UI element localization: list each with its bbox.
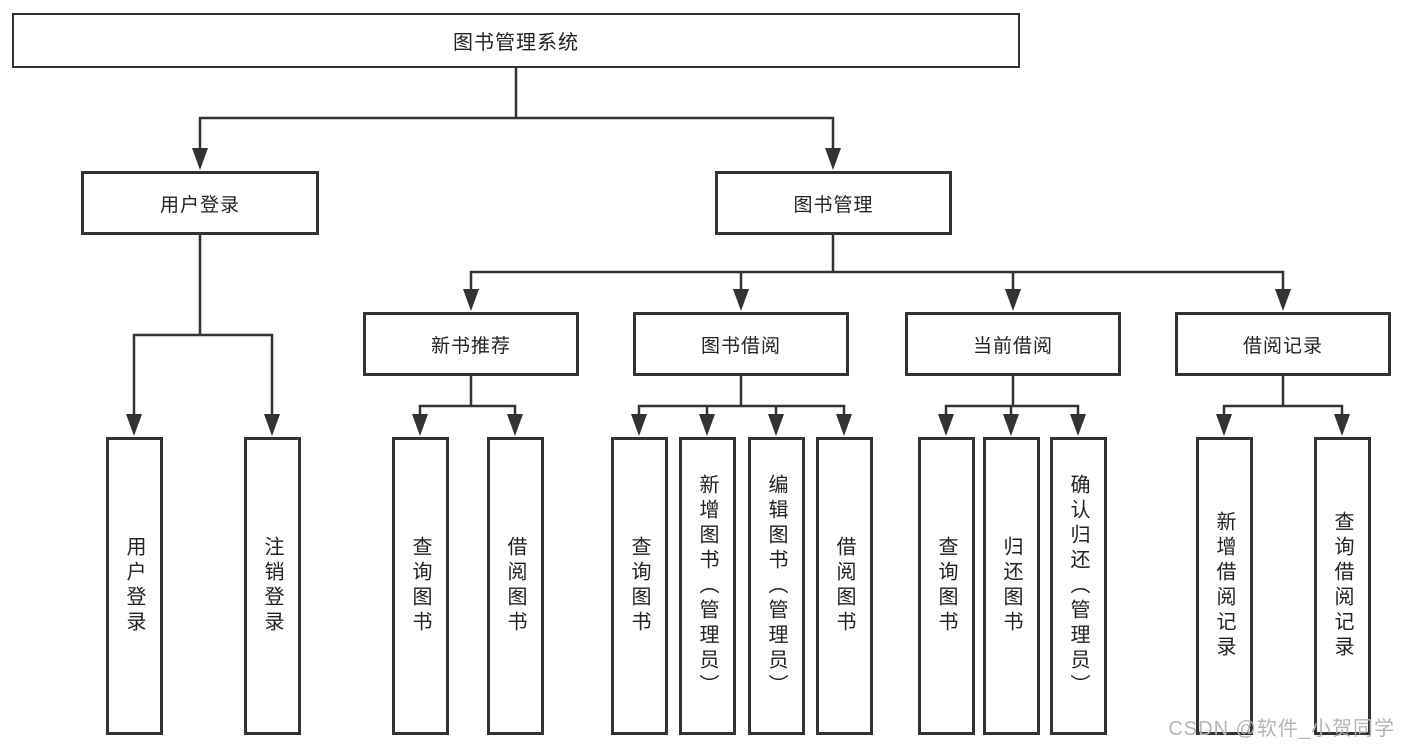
node-root: 图书管理系统: [12, 13, 1020, 68]
arrowhead: [1070, 414, 1086, 436]
arrowhead: [825, 148, 841, 170]
arrowhead: [699, 414, 715, 436]
arrowhead: [264, 414, 280, 436]
node-new-book-recommend: 新书推荐: [363, 312, 579, 376]
arrowhead: [768, 414, 784, 436]
node-book-borrow: 图书借阅: [633, 312, 849, 376]
arrowhead: [1003, 414, 1019, 436]
arrowhead: [412, 414, 428, 436]
arrowhead: [126, 414, 142, 436]
arrowhead: [507, 414, 523, 436]
node-user-login-group: 用户登录: [81, 171, 319, 235]
node-leaf-query-books-2: 查询图书: [611, 437, 668, 735]
node-book-management: 图书管理: [715, 171, 952, 235]
arrowhead: [938, 414, 954, 436]
node-leaf-return-books: 归还图书: [983, 437, 1040, 735]
node-leaf-confirm-return-admin: 确认归还（管理员）: [1050, 437, 1107, 735]
arrowhead: [733, 289, 749, 311]
node-leaf-add-books-admin: 新增图书（管理员）: [679, 437, 736, 735]
node-leaf-query-books-3: 查询图书: [918, 437, 975, 735]
node-leaf-query-books-1: 查询图书: [392, 437, 449, 735]
arrowhead: [836, 414, 852, 436]
arrowhead: [1216, 414, 1232, 436]
node-leaf-logout: 注销登录: [244, 437, 301, 735]
node-borrow-records: 借阅记录: [1175, 312, 1391, 376]
node-leaf-query-borrow-record: 查询借阅记录: [1314, 437, 1371, 735]
arrowhead: [1334, 414, 1350, 436]
arrowhead: [192, 148, 208, 170]
arrowhead: [1005, 289, 1021, 311]
node-leaf-edit-books-admin: 编辑图书（管理员）: [748, 437, 805, 735]
node-leaf-borrow-books-2: 借阅图书: [816, 437, 873, 735]
node-leaf-add-borrow-record: 新增借阅记录: [1196, 437, 1253, 735]
node-leaf-borrow-books-1: 借阅图书: [487, 437, 544, 735]
arrowhead: [463, 289, 479, 311]
csdn-watermark: CSDN @软件_小贺同学: [1168, 718, 1395, 740]
arrowhead: [1275, 289, 1291, 311]
arrowhead: [631, 414, 647, 436]
node-leaf-user-login: 用户登录: [106, 437, 163, 735]
node-current-borrow: 当前借阅: [905, 312, 1121, 376]
